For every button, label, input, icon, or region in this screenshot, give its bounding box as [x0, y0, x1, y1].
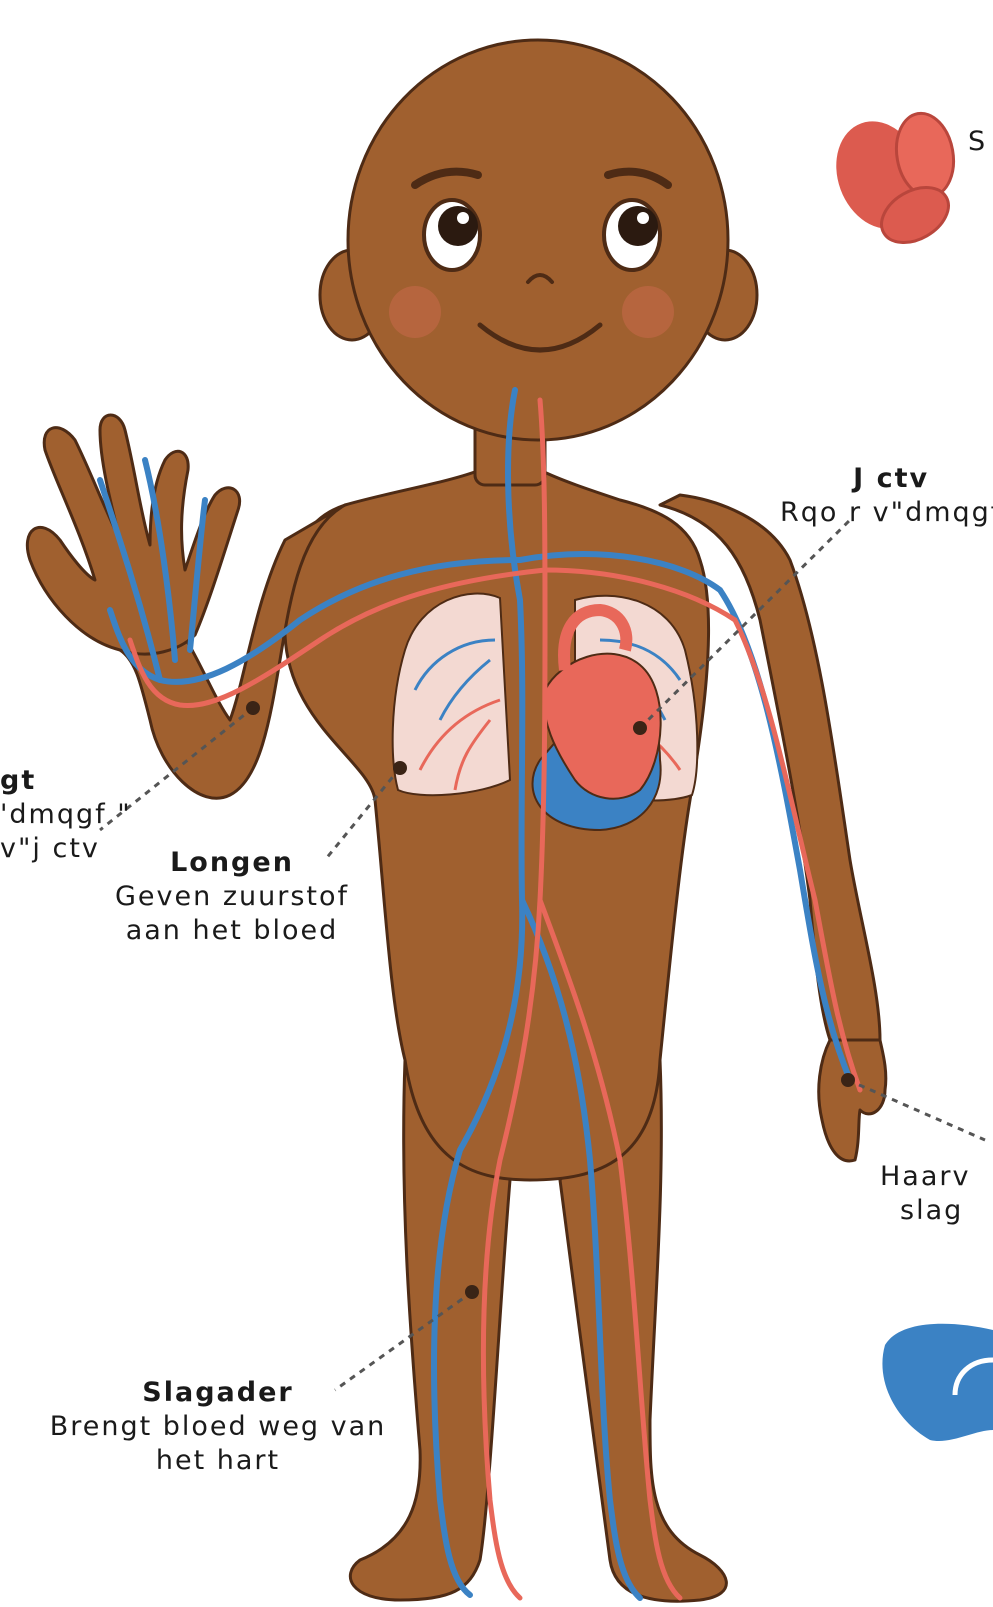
label-artery-desc-1: Brengt bloed weg van: [48, 1410, 388, 1444]
right-pupil: [618, 206, 658, 246]
left-hand: [27, 415, 239, 654]
left-eye-shine: [457, 212, 469, 224]
label-capillary-desc-1: Haarv: [880, 1160, 970, 1194]
blood-cells-icon: [822, 109, 960, 254]
label-lungs: Longen Geven zuurstof aan het bloed: [112, 846, 352, 948]
label-lungs-desc-1: Geven zuurstof: [112, 880, 352, 914]
right-hand: [819, 1040, 886, 1161]
label-vein-title: gt: [0, 764, 132, 798]
label-capillary: Haarv slag: [880, 1160, 970, 1228]
label-artery-desc-2: het hart: [48, 1444, 388, 1478]
right-cheek: [622, 286, 674, 338]
label-artery: Slagader Brengt bloed weg van het hart: [48, 1376, 388, 1478]
label-capillary-desc-2: slag: [880, 1194, 970, 1228]
child-figure: [27, 40, 885, 1601]
label-vein-desc-1: 'dmqgf ": [0, 798, 132, 832]
head: [348, 40, 728, 440]
label-artery-title: Slagader: [48, 1376, 388, 1410]
vein-valve-icon: [882, 1324, 993, 1441]
label-blood-cell-title: S: [968, 125, 987, 159]
left-cheek: [389, 286, 441, 338]
label-lungs-title: Longen: [112, 846, 352, 880]
label-lungs-desc-2: aan het bloed: [112, 914, 352, 948]
label-heart-desc: Rqo r v"dmqgf: [780, 496, 993, 530]
label-heart-title: J ctv: [780, 462, 993, 496]
left-pupil: [438, 206, 478, 246]
right-eye-shine: [637, 212, 649, 224]
label-heart: J ctv Rqo r v"dmqgf: [780, 462, 993, 530]
label-blood-cell: S: [968, 125, 987, 159]
